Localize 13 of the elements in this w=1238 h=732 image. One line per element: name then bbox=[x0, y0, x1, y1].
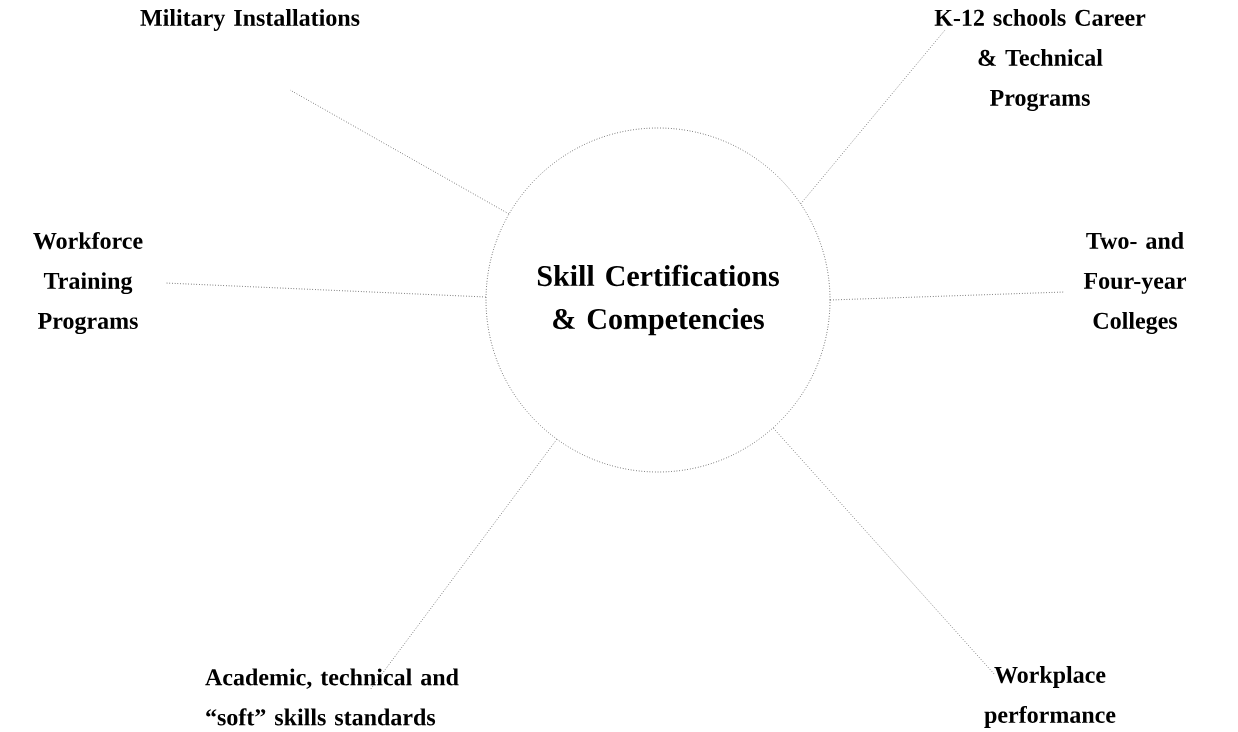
node-label: Military Installations bbox=[140, 9, 360, 31]
node-label: K-12 schools Career & Technical Programs bbox=[934, 9, 1146, 111]
connector-line bbox=[800, 29, 946, 204]
connector-line bbox=[369, 439, 558, 691]
node-label: Two- and Four-year Colleges bbox=[1083, 232, 1187, 334]
connector-line bbox=[164, 282, 487, 298]
node-label: Workforce Training Programs bbox=[33, 231, 143, 335]
connector-line bbox=[830, 291, 1066, 301]
connector-line bbox=[773, 427, 996, 676]
connector-line bbox=[289, 89, 510, 215]
circle-node: Skill Certifications & Competencies bbox=[485, 127, 831, 473]
node-label: Academic, technical and “soft” skills standards bbox=[205, 668, 459, 726]
node-label: Workplace performance bbox=[984, 666, 1116, 728]
